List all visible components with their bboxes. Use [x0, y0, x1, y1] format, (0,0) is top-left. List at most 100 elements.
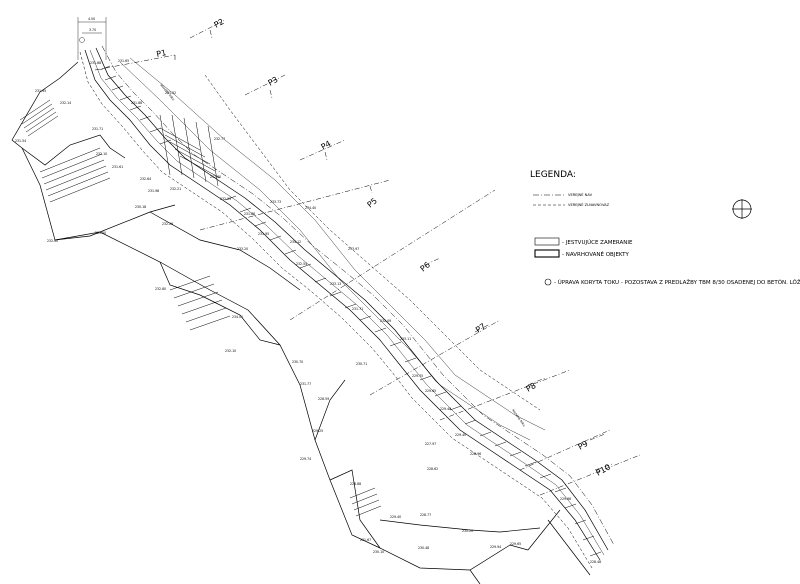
profile-label-p1: P1: [156, 48, 168, 59]
spot-elevation: 230.71: [356, 362, 367, 366]
spot-elevation: 228.62: [427, 467, 438, 471]
spot-elevation: 229.66: [560, 497, 571, 501]
spot-elevation: 231.71: [92, 127, 103, 131]
section-line-p1: [94, 54, 176, 71]
spot-elevation: 231.61: [112, 165, 123, 169]
spot-elevation: 229.65: [425, 389, 436, 393]
spot-elevation: 234.12: [290, 240, 301, 244]
spot-elevation: 232.26: [162, 222, 173, 226]
spot-elevation: 232.10: [225, 349, 236, 353]
profile-labels: P1 P2 P3 P4 P5 P6 P7 P8 P9 P10: [156, 17, 612, 478]
profile-label-p3: P3: [267, 75, 280, 88]
dimension-second: 3.70: [89, 28, 96, 32]
spot-elevation: 233.20: [237, 247, 248, 251]
spot-elevation: 231.88: [131, 101, 142, 105]
dimension-top: 4.50: [88, 17, 95, 21]
spot-elevation: 229.75: [412, 374, 423, 378]
profile-label-p10: P10: [595, 462, 613, 477]
profile-label-p5: P5: [366, 196, 379, 209]
profile-label-p4: P4: [320, 139, 333, 152]
spot-elevation: 231.65: [118, 59, 129, 63]
legend: LEGENDA: VEREJNÉ NAV VEREJNÉ ZLNAVNOVAZ …: [530, 170, 800, 286]
section-line-p2: [189, 19, 226, 39]
profile-label-p6: P6: [419, 260, 432, 273]
spot-elevation: 231.54: [15, 139, 26, 143]
terrain-boundary: [11, 61, 591, 584]
spot-elevation: 231.66: [244, 212, 255, 216]
spot-elevation: 228.59: [318, 397, 329, 401]
spot-elevation: 231.52: [165, 91, 176, 95]
spot-elevation: 229.65: [510, 542, 521, 546]
spot-elevation: 233.73: [270, 200, 281, 204]
stream-channel: [79, 45, 615, 569]
spot-elevation: 231.98: [148, 189, 159, 193]
spot-elevation: 231.71: [352, 307, 363, 311]
dimension-marker: 4.50 3.70: [77, 17, 107, 60]
compass-icon: [732, 199, 752, 219]
spot-elevation: 227.97: [425, 442, 436, 446]
elevation-labels: 231.95 232.14 231.54 231.71 232.10 231.6…: [15, 59, 601, 564]
stream-labels: lesného toku lesného toku: [159, 83, 526, 427]
legend-note: - ÚPRAVA KORYTA TOKU - POZOSTAVA Z PREDL…: [554, 278, 800, 286]
section-line-p10: [539, 454, 641, 496]
section-line-p6: [289, 189, 496, 321]
spot-elevation: 234.01: [232, 315, 243, 319]
spot-elevation: 232.09: [380, 319, 391, 323]
spot-elevation: 232.80: [210, 175, 221, 179]
spot-elevation: 231.50: [95, 231, 106, 235]
profile-sections: [94, 19, 641, 496]
legend-title: LEGENDA:: [530, 170, 576, 180]
spot-elevation: 230.10: [373, 550, 384, 554]
spot-elevation: 232.21: [170, 187, 181, 191]
spot-elevation: 229.25: [312, 429, 323, 433]
spot-elevation: 231.77: [300, 382, 311, 386]
section-line-p3: [244, 74, 286, 96]
spot-elevation: 231.95: [35, 89, 46, 93]
spot-elevation: 228.77: [420, 513, 431, 517]
spot-elevation: 230.70: [292, 360, 303, 364]
section-line-p5: [199, 179, 391, 231]
spot-elevation: 233.11: [400, 337, 411, 341]
profile-label-p8: P8: [525, 381, 538, 394]
legend-line-label: VEREJNÉ NAV: [568, 192, 593, 197]
legend-box-label: - NAVRHOVANÉ OBJEKTY: [562, 250, 629, 258]
legend-line-label: VEREJNÉ ZLNAVNOVAZ: [568, 202, 610, 207]
legend-box-label: - JESTVUJÚCE ZAMERANIE: [562, 239, 633, 246]
spot-elevation: 232.54: [296, 262, 307, 266]
spot-elevation: 233.13: [330, 282, 341, 286]
slope-hatching: [19, 99, 382, 517]
spot-elevation: 231.95: [258, 232, 269, 236]
spot-elevation: 231.88: [90, 61, 101, 65]
legend-box-existing: [534, 237, 560, 246]
section-line-p4: [299, 139, 346, 161]
spot-elevation: 232.77: [214, 137, 225, 141]
spot-elevation: 232.53: [220, 197, 231, 201]
channel-ticks: [99, 65, 602, 557]
section-line-p8: [439, 369, 571, 421]
profile-label-p9: P9: [577, 439, 590, 452]
spot-elevation: 232.00: [47, 239, 58, 243]
spot-elevation: 230.18: [135, 205, 146, 209]
spot-elevation: 232.14: [60, 101, 71, 105]
profile-label-p7: P7: [474, 322, 487, 335]
spot-elevation: 228.96: [470, 452, 481, 456]
spot-elevation: 234.40: [305, 206, 316, 210]
spot-elevation: 232.64: [140, 177, 151, 181]
spot-elevation: 230.48: [418, 546, 429, 550]
legend-circle-symbol: [544, 278, 552, 286]
spot-elevation: 232.80: [155, 287, 166, 291]
section-line-p9: [519, 429, 611, 471]
legend-box-proposed: [534, 249, 560, 258]
spot-elevation: 229.40: [390, 515, 401, 519]
profile-label-p2: P2: [213, 17, 226, 30]
spot-elevation: 228.48: [590, 560, 601, 564]
spot-elevation: 229.48: [440, 407, 451, 411]
stream-label: lesného toku: [511, 408, 526, 427]
spot-elevation: 229.40: [455, 433, 466, 437]
spot-elevation: 229.74: [300, 457, 311, 461]
spot-elevation: 232.10: [96, 152, 107, 156]
spot-elevation: 233.97: [348, 247, 359, 251]
spot-elevation: 230.20: [462, 529, 473, 533]
spot-elevation: 226.88: [350, 482, 361, 486]
